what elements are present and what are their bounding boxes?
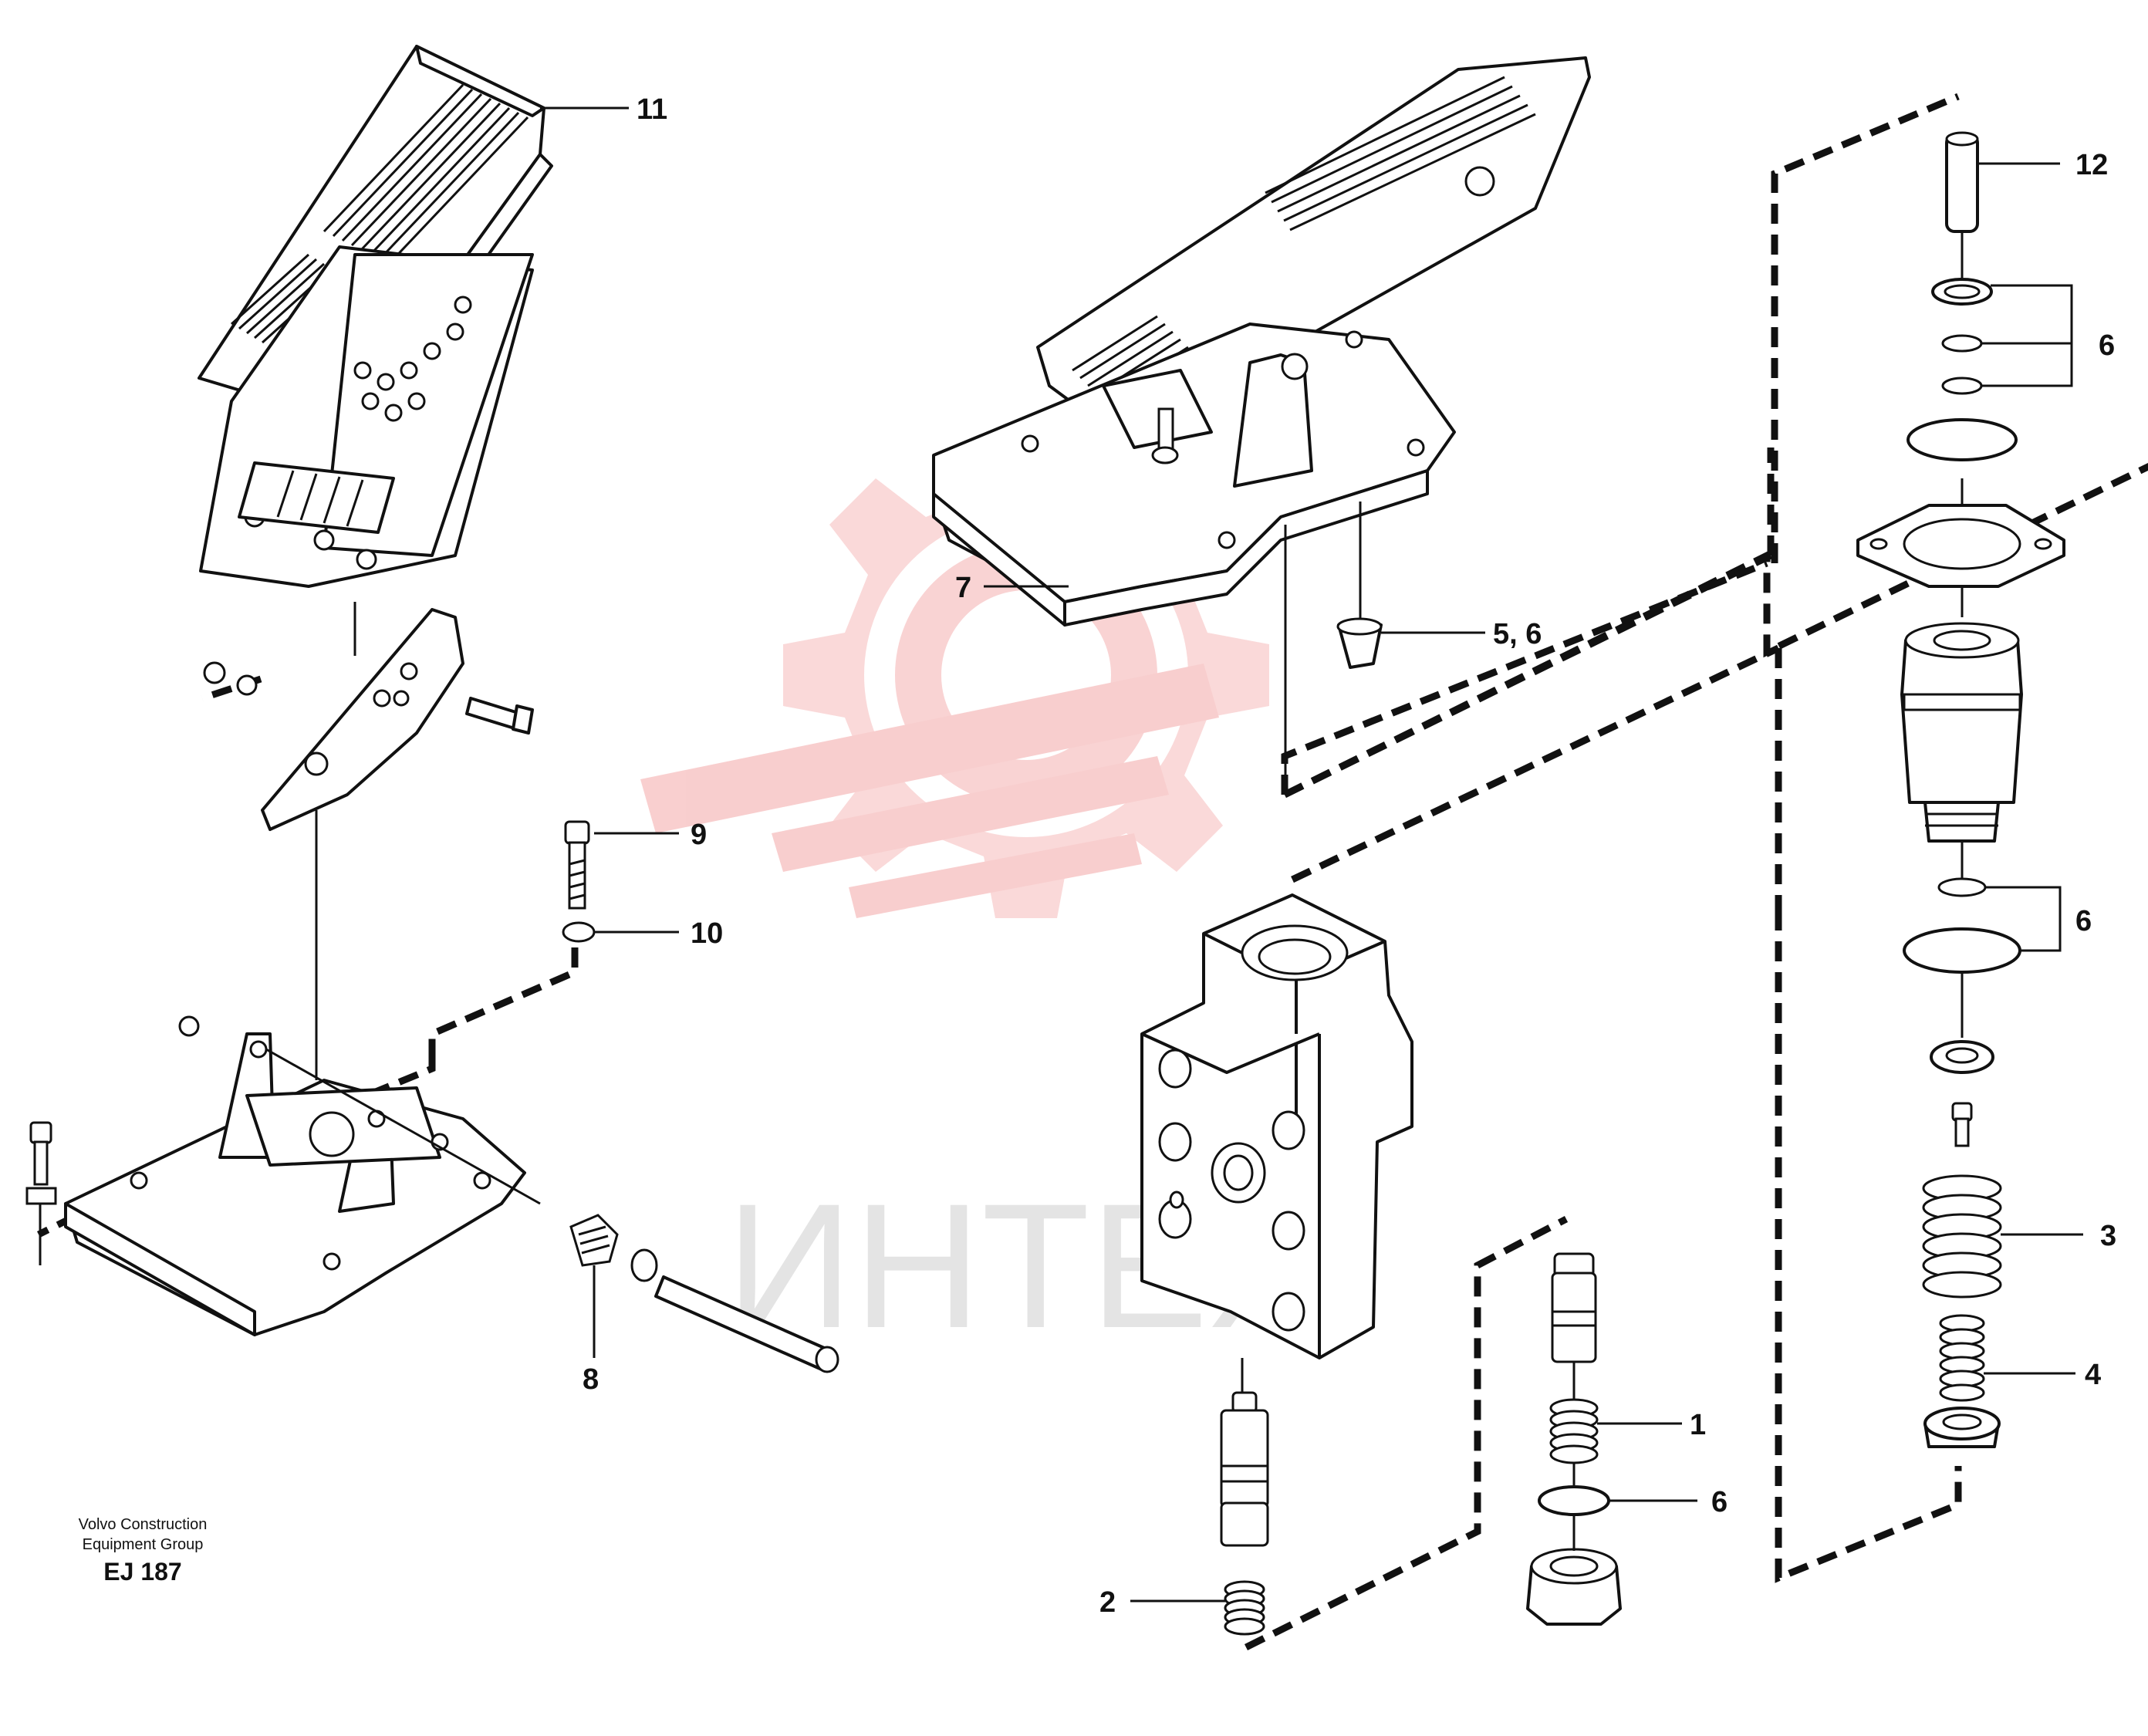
part-12-pin — [1945, 131, 1979, 233]
spring-seat-lower — [1923, 1407, 2001, 1448]
callout-11: 11 — [637, 93, 667, 126]
callout-4: 4 — [2085, 1359, 2101, 1391]
bolt-left — [25, 1121, 57, 1265]
flange-plate — [1856, 504, 2065, 588]
caption-company-line1: Volvo Construction — [79, 1516, 208, 1533]
callout-6-top: 6 — [2099, 329, 2115, 362]
part-5-6-fitting — [1336, 617, 1383, 669]
callout-3: 3 — [2100, 1220, 2116, 1252]
seal-ring-lower — [1538, 1485, 1610, 1516]
callout-6-middle: 6 — [2075, 905, 2092, 937]
callout-8: 8 — [583, 1363, 599, 1396]
screw-small — [1951, 1102, 1973, 1147]
part-3-spring — [1922, 1174, 2002, 1299]
nut-lower — [1526, 1548, 1622, 1626]
caption-drawing-code: EJ 187 — [103, 1558, 181, 1586]
part-6-seal-set-top — [1907, 278, 2018, 461]
spring-seat-upper — [1930, 1040, 1994, 1074]
part-4-spring — [1939, 1314, 1985, 1402]
callout-6-lower: 6 — [1711, 1486, 1728, 1518]
part-11-pedal-left — [198, 45, 553, 588]
callout-7: 7 — [955, 572, 971, 604]
callout-5-6: 5, 6 — [1493, 618, 1542, 650]
pedal-bracket-left — [203, 602, 534, 1080]
callout-2: 2 — [1099, 1586, 1116, 1619]
caption-company-line2: Equipment Group — [83, 1536, 204, 1553]
callout-9: 9 — [691, 819, 707, 851]
valve-cartridge — [1900, 622, 2023, 843]
part-6-seal-set-middle — [1903, 877, 2021, 974]
callout-1: 1 — [1690, 1409, 1706, 1441]
callout-12: 12 — [2075, 149, 2108, 181]
part-8-spring — [569, 1214, 658, 1282]
valve-body — [1140, 893, 1413, 1397]
part-9-bolt — [564, 820, 590, 910]
part-1-spring — [1549, 1252, 1599, 1464]
part-10-washer — [562, 921, 596, 943]
callout-10: 10 — [691, 917, 723, 950]
diagram-caption: Volvo Construction Equipment Group EJ 18… — [79, 1516, 208, 1586]
part-2-spool — [1220, 1391, 1269, 1636]
pin-left — [654, 1275, 839, 1373]
part-7-pedal-center — [932, 56, 1591, 795]
pedal-base-left — [64, 1015, 541, 1336]
leader-lines — [540, 106, 2083, 1603]
pedal-center-hatch — [1072, 76, 1536, 403]
callout-labels: 11 12 6 7 5, 6 9 10 6 8 3 4 1 6 2 — [583, 93, 2116, 1619]
assembly-dashed-lines — [36, 93, 2148, 1651]
